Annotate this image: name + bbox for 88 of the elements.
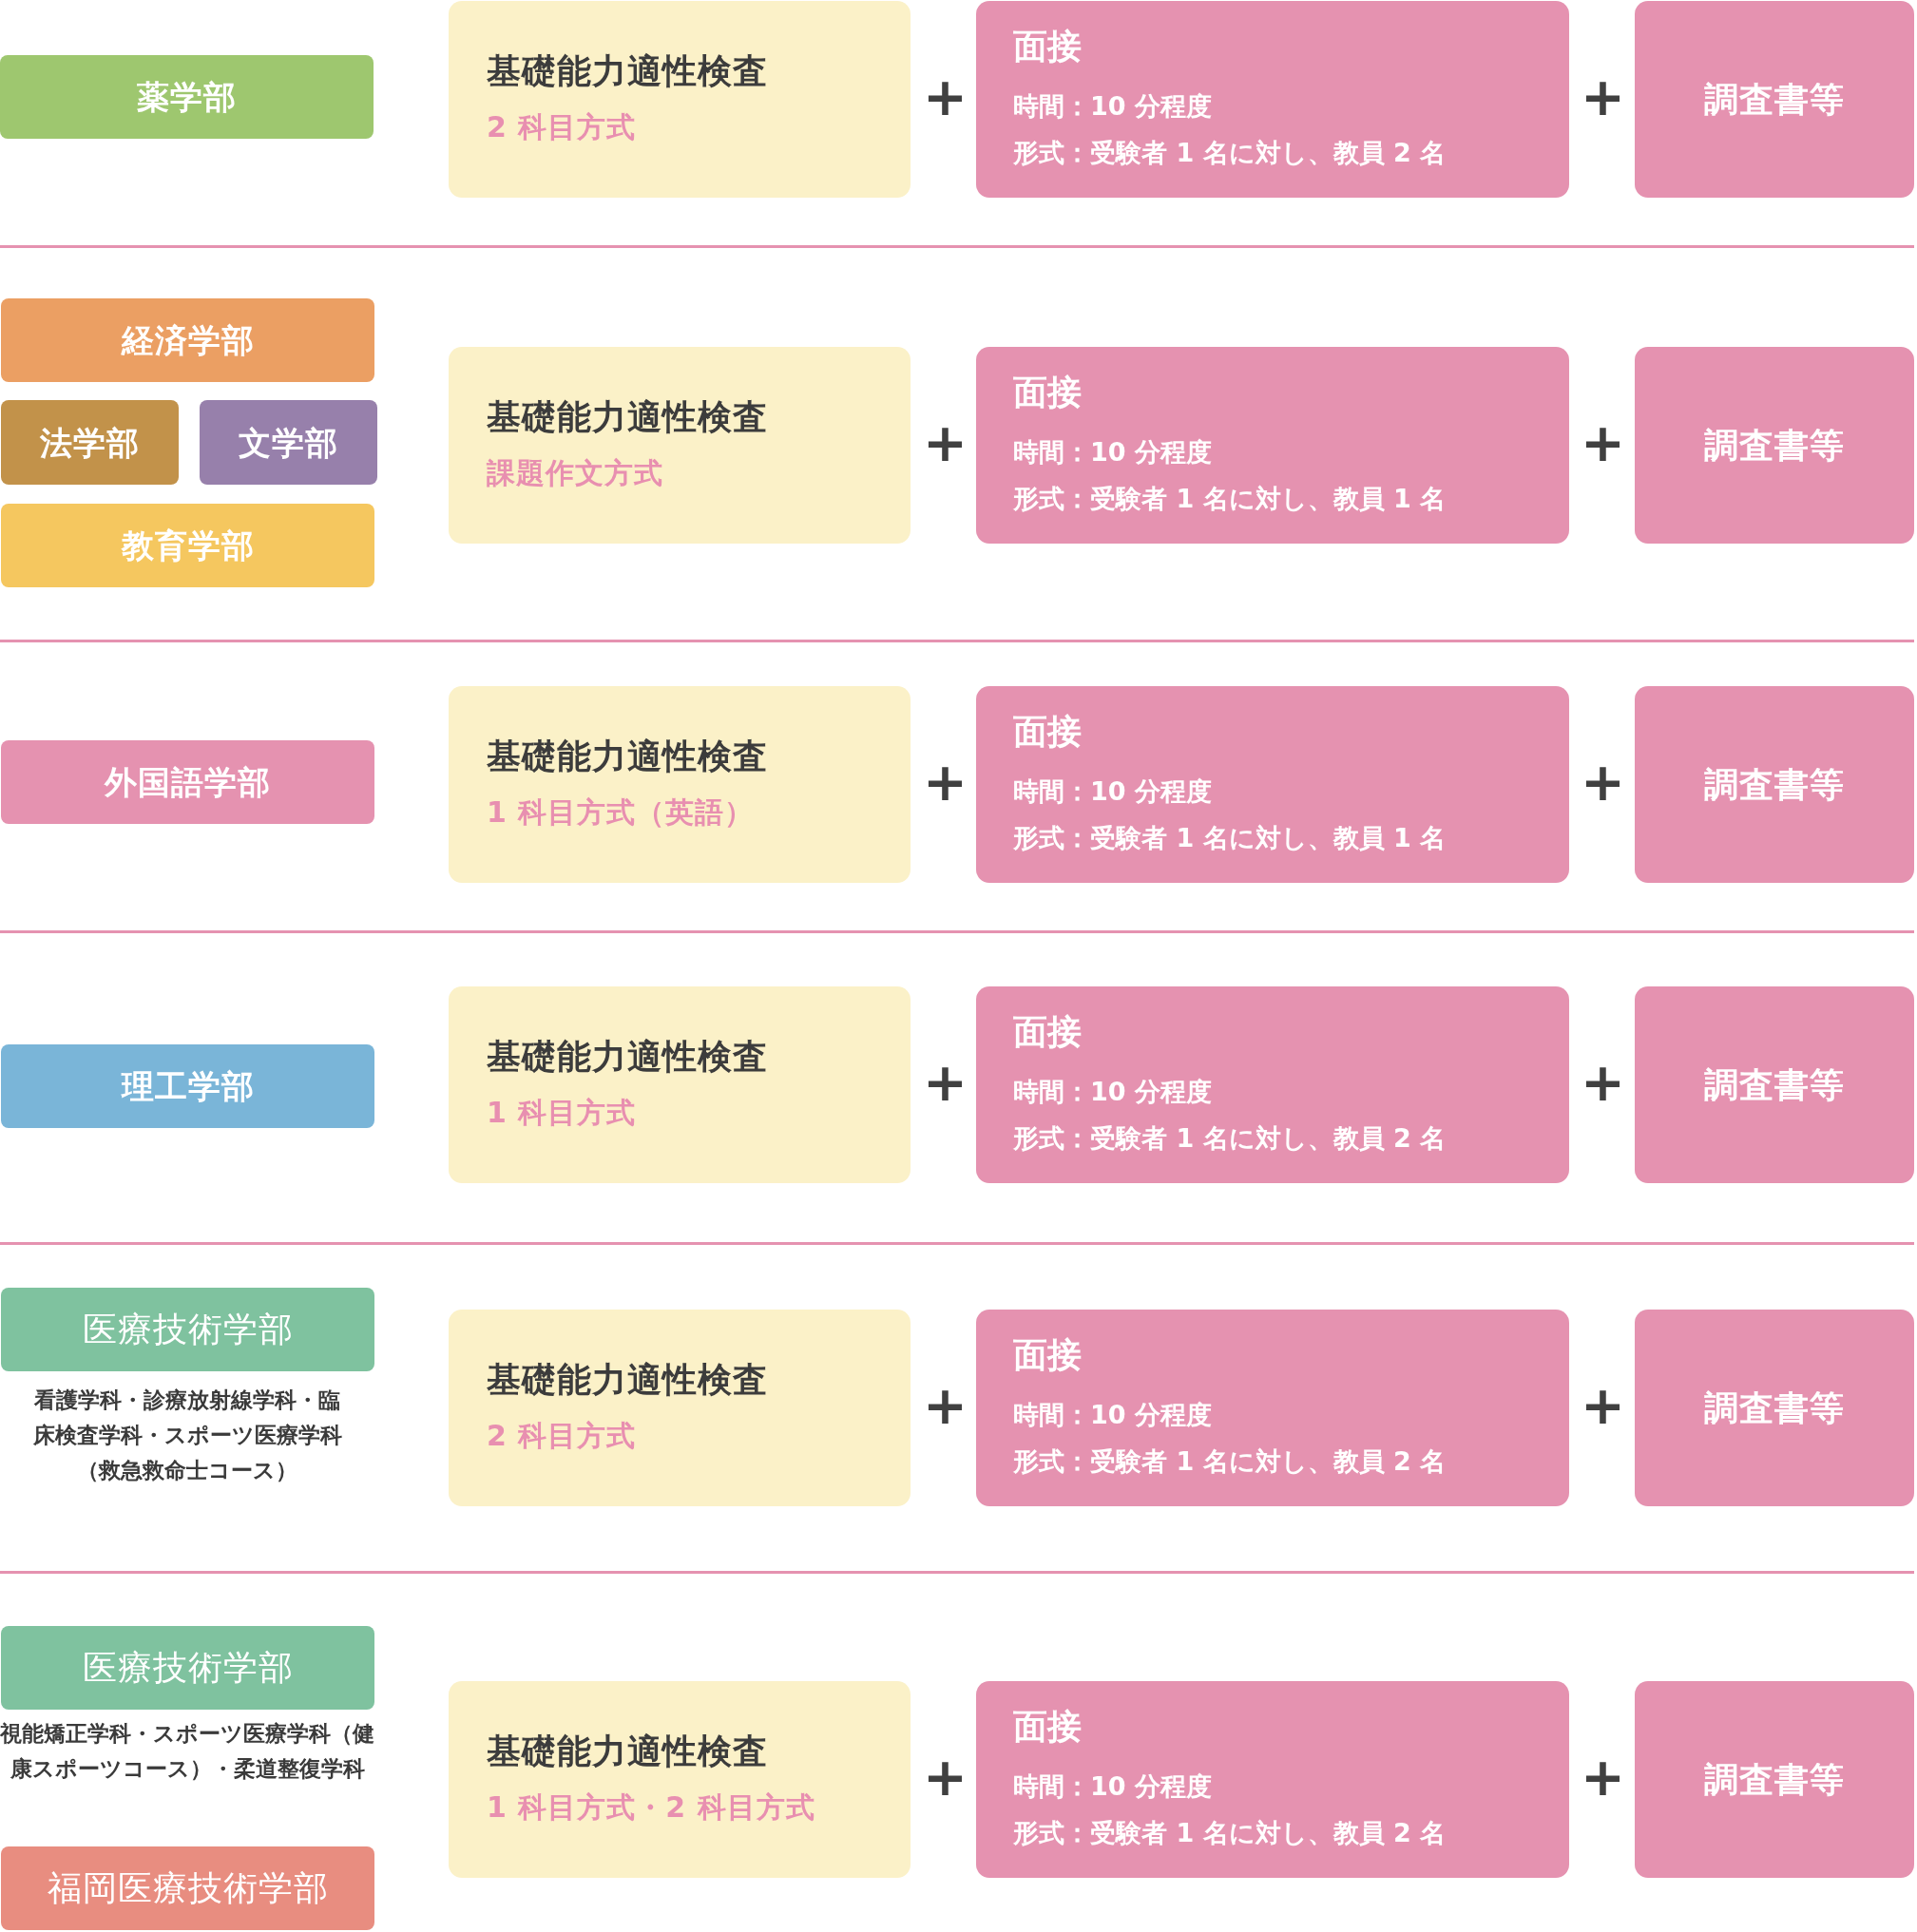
faculty-tag — [1, 1626, 374, 1710]
plus-sign: + — [1581, 1379, 1622, 1432]
plus-sign: + — [923, 70, 965, 124]
document-card — [1635, 1310, 1914, 1506]
faculty-name: 医療技術学部 — [82, 1309, 294, 1350]
plus-sign: + — [1581, 70, 1622, 124]
interview-detail: 形式：受験者 1 名に対し、教員 1 名 — [1013, 822, 1447, 854]
faculty-name: 薬学部 — [137, 77, 237, 118]
exam-card — [449, 986, 911, 1183]
faculty-name: 経済学部 — [121, 320, 255, 361]
faculty-tag — [1, 504, 374, 587]
faculty-tag — [1, 400, 179, 485]
faculty-tag — [1, 298, 374, 382]
document-card — [1635, 1, 1914, 198]
interview-card — [976, 986, 1569, 1183]
document-title: 調査書等 — [1704, 424, 1845, 467]
interview-detail: 形式：受験者 1 名に対し、教員 2 名 — [1013, 1817, 1447, 1849]
exam-method: 2 科目方式 — [487, 1418, 637, 1454]
exam-card — [449, 347, 911, 544]
faculty-tag — [1, 1288, 374, 1371]
faculty-tag — [1, 1846, 374, 1930]
exam-card — [449, 1681, 911, 1878]
faculty-tag — [1, 1044, 374, 1128]
plus-sign: + — [1581, 756, 1622, 809]
interview-detail: 形式：受験者 1 名に対し、教員 2 名 — [1013, 1445, 1447, 1478]
document-title: 調査書等 — [1704, 1063, 1845, 1106]
faculty-name: 医療技術学部 — [82, 1647, 294, 1689]
exam-method: 1 科目方式・2 科目方式 — [487, 1789, 815, 1826]
exam-title: 基礎能力適性検査 — [487, 1359, 768, 1401]
exam-method: 課題作文方式 — [487, 455, 663, 491]
document-title: 調査書等 — [1704, 763, 1845, 806]
document-card — [1635, 686, 1914, 883]
plus-sign: + — [923, 1056, 965, 1109]
faculty-name: 福岡医療技術学部 — [47, 1867, 329, 1909]
interview-title: 面接 — [1013, 1011, 1082, 1053]
plus-sign: + — [923, 416, 965, 469]
faculty-name: 外国語学部 — [105, 762, 271, 803]
interview-title: 面接 — [1013, 1334, 1082, 1376]
faculty-tag — [1, 740, 374, 824]
document-title: 調査書等 — [1704, 1387, 1845, 1429]
document-card — [1635, 347, 1914, 544]
interview-detail: 時間：10 分程度 — [1013, 775, 1212, 808]
plus-sign: + — [1581, 1750, 1622, 1804]
interview-title: 面接 — [1013, 372, 1082, 413]
interview-card — [976, 1310, 1569, 1506]
exam-title: 基礎能力適性検査 — [487, 50, 768, 92]
exam-method: 1 科目方式 — [487, 1095, 637, 1131]
interview-detail: 時間：10 分程度 — [1013, 1399, 1212, 1431]
document-title: 調査書等 — [1704, 78, 1845, 121]
interview-detail: 時間：10 分程度 — [1013, 90, 1212, 123]
exam-method: 2 科目方式 — [487, 109, 637, 145]
interview-title: 面接 — [1013, 711, 1082, 753]
exam-card — [449, 686, 911, 883]
interview-card — [976, 347, 1569, 544]
interview-detail: 形式：受験者 1 名に対し、教員 2 名 — [1013, 1122, 1447, 1155]
interview-detail: 時間：10 分程度 — [1013, 1770, 1212, 1803]
exam-title: 基礎能力適性検査 — [487, 1731, 768, 1772]
interview-detail: 時間：10 分程度 — [1013, 1076, 1212, 1108]
interview-card — [976, 686, 1569, 883]
faculty-name: 教育学部 — [121, 526, 255, 566]
interview-detail: 時間：10 分程度 — [1013, 436, 1212, 469]
department-list: 看護学科・診療放射線学科・臨床検査学科・スポーツ医療学科（救急救命士コース） — [30, 1383, 344, 1488]
interview-detail: 形式：受験者 1 名に対し、教員 2 名 — [1013, 137, 1447, 169]
faculty-name: 法学部 — [40, 422, 140, 464]
faculty-tag — [200, 400, 377, 485]
faculty-tag — [0, 55, 374, 139]
exam-method: 1 科目方式（英語） — [487, 794, 755, 831]
exam-card — [449, 1310, 911, 1506]
plus-sign: + — [923, 1379, 965, 1432]
document-card — [1635, 986, 1914, 1183]
plus-sign: + — [923, 1750, 965, 1804]
interview-title: 面接 — [1013, 26, 1082, 67]
interview-card — [976, 1681, 1569, 1878]
exam-card — [449, 1, 911, 198]
exam-title: 基礎能力適性検査 — [487, 396, 768, 438]
plus-sign: + — [1581, 416, 1622, 469]
document-card — [1635, 1681, 1914, 1878]
department-list: 視能矯正学科・スポーツ医療学科（健康スポーツコース）・柔道整復学科 — [0, 1716, 374, 1787]
exam-title: 基礎能力適性検査 — [487, 1036, 768, 1078]
interview-card — [976, 1, 1569, 198]
interview-detail: 形式：受験者 1 名に対し、教員 1 名 — [1013, 483, 1447, 515]
exam-title: 基礎能力適性検査 — [487, 736, 768, 777]
faculty-name: 理工学部 — [121, 1066, 255, 1107]
plus-sign: + — [923, 756, 965, 809]
plus-sign: + — [1581, 1056, 1622, 1109]
faculty-name: 文学部 — [239, 422, 338, 464]
document-title: 調査書等 — [1704, 1758, 1845, 1801]
interview-title: 面接 — [1013, 1706, 1082, 1748]
